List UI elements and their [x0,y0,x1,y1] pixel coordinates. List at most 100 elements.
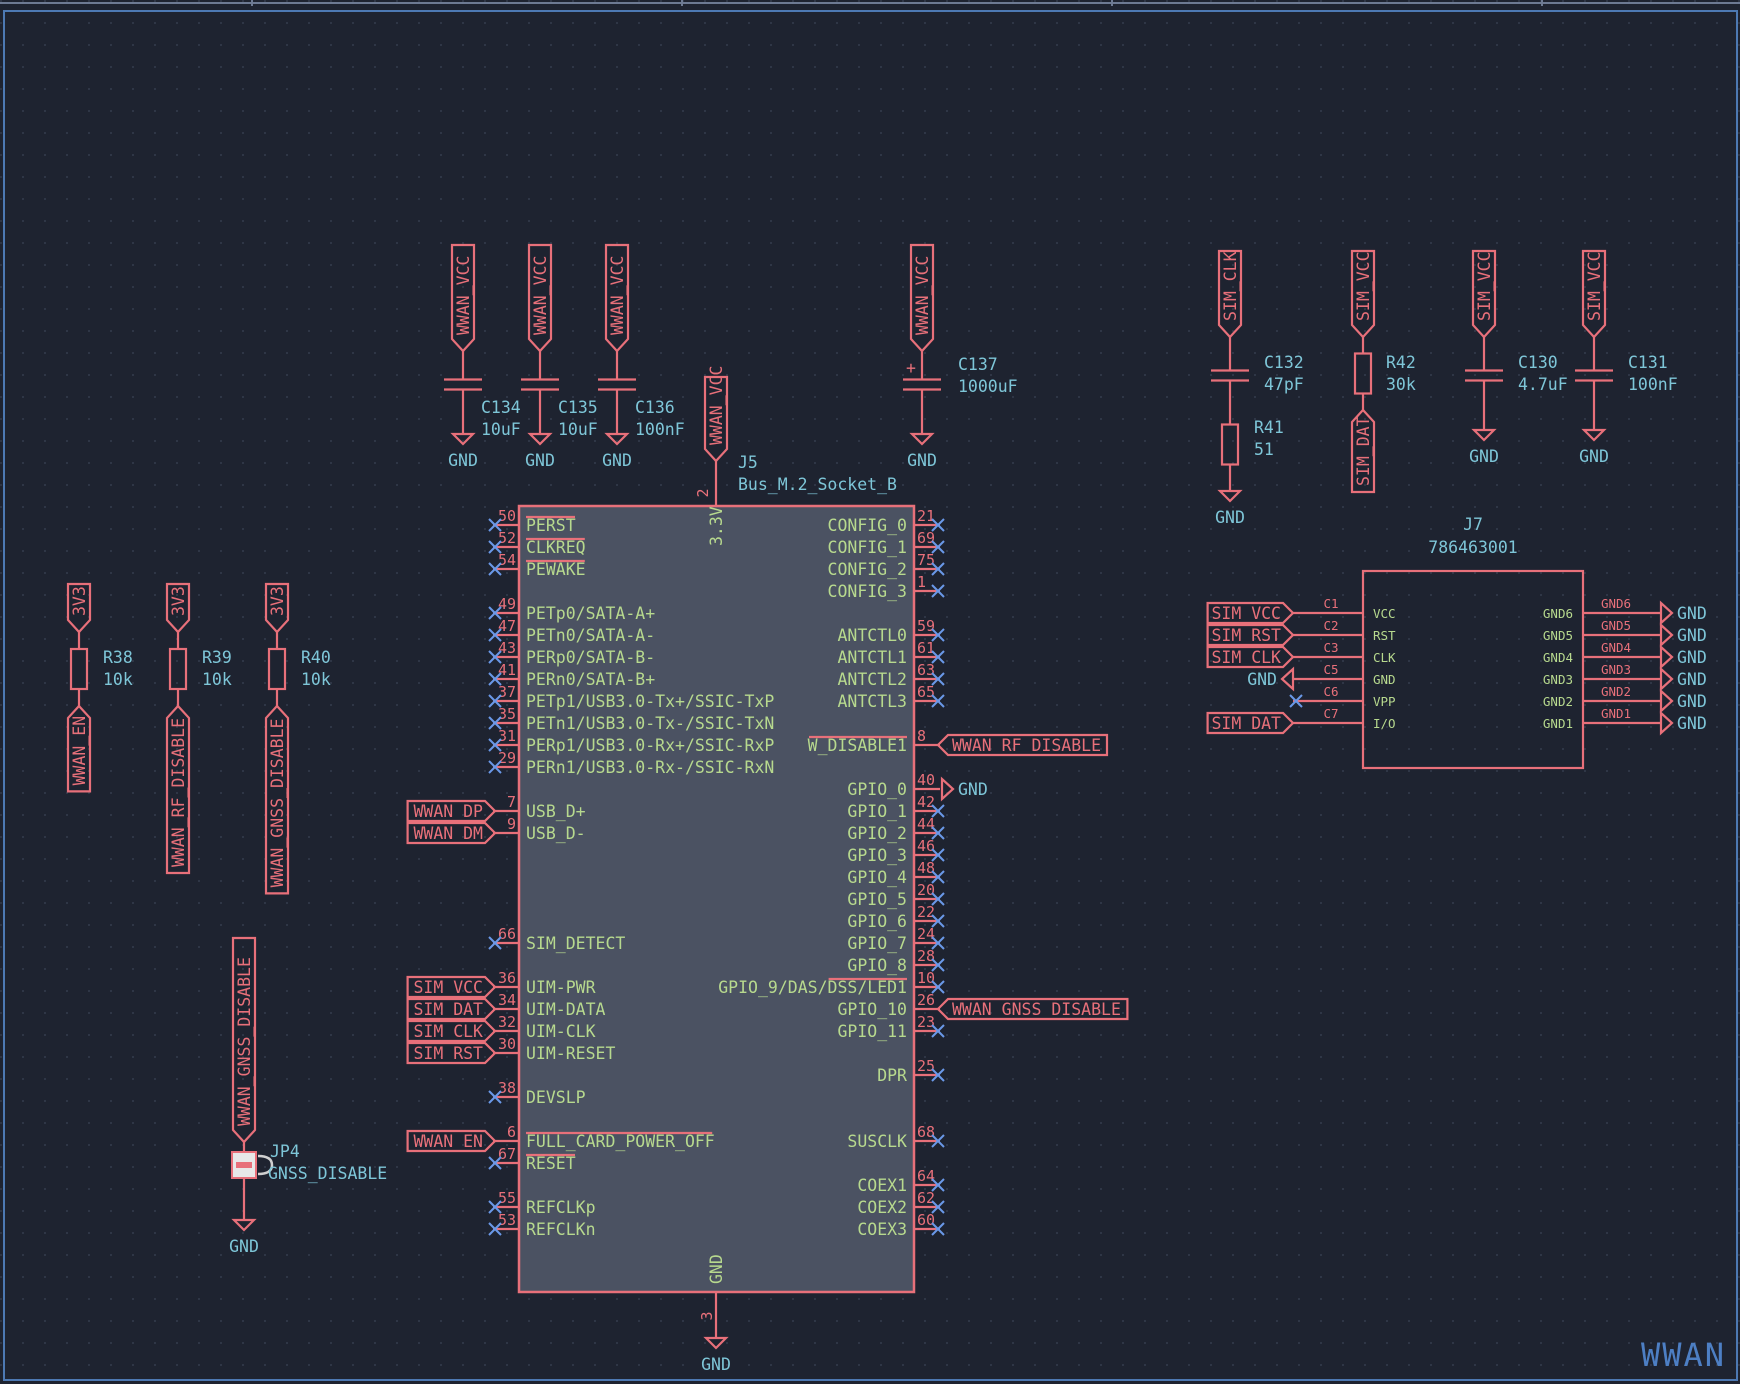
net-flag-icon [406,1041,497,1065]
net-label: SIM_VCC [1475,251,1494,321]
pin-number: 31 [498,727,516,745]
capacitor-symbol [1575,337,1613,414]
net-label: WWAN_RF_DISABLE [169,718,188,867]
capacitor-symbol [521,351,559,418]
ground-arrow-icon [1217,489,1243,503]
no-connect-stroke [931,804,945,818]
no-connect-stroke [488,540,502,554]
cap-value: 4.7uF [1518,375,1568,394]
ground-arrow-icon [703,1336,729,1350]
pin-number: GND3 [1601,662,1631,677]
capacitor-symbol [598,351,636,418]
j7-ref: J7 [1463,515,1483,534]
no-connect-x-icon [931,804,945,818]
net-label: WWAN_GNSS_DISABLE [235,957,254,1126]
ground-arrow-icon [1581,428,1607,442]
pin-number: 22 [917,903,935,921]
pin-number: C2 [1323,618,1338,633]
jumper-ref: JP4 [270,1142,300,1161]
pin-number: 34 [498,991,516,1009]
no-connect-x-icon [488,1156,502,1170]
no-connect-stroke [931,628,945,642]
j7-value: 786463001 [1428,538,1517,557]
net-label: WWAN_VCC [608,256,627,335]
no-connect-x-icon [488,628,502,642]
no-connect-stroke [488,936,502,950]
no-connect-stroke [931,1178,945,1192]
power-flag-icon [165,582,191,634]
ground-arrow-icon [1659,666,1674,692]
pin-number: 63 [917,661,935,679]
pin-name: GND [1373,672,1396,687]
power-flag-icon [1217,249,1243,339]
net-label: WWAN_VCC [913,256,932,335]
sim-holder-body[interactable] [1361,569,1585,770]
gnd-label: GND [958,780,988,799]
pin-number: 42 [917,793,935,811]
m2-socket-body[interactable] [517,504,916,1294]
pin-name: 3.3V [707,506,726,546]
no-connect-stroke [1289,694,1303,708]
polarity-mark: + [906,359,916,378]
gnd-label: GND [1677,604,1707,623]
no-connect-x-icon [488,562,502,576]
no-connect-stroke [931,584,945,598]
pin-name: I/O [1373,716,1396,731]
gnd-label: GND [1469,447,1499,466]
j5-value: Bus_M.2_Socket_B [738,475,897,494]
resistor-symbol [1220,414,1240,475]
pin-name: ANTCTL1 [837,648,907,667]
resistor-symbol [267,632,287,706]
pin-number: GND4 [1601,640,1631,655]
cap-value: 10uF [558,420,598,439]
net-flag-icon [1206,711,1295,735]
pin-number: 38 [498,1079,516,1097]
pin-number: 2 [694,488,712,497]
gnd-label: GND [229,1237,259,1256]
pin-name: REFCLKn [526,1220,596,1239]
ground-arrow-icon [1659,622,1674,648]
pin-number: C5 [1323,662,1338,677]
no-connect-stroke [931,562,945,576]
pin-number: 28 [917,947,935,965]
net-flag-icon [406,1129,497,1153]
pin-name: ANTCTL2 [837,670,907,689]
no-connect-stroke [488,518,502,532]
pin-name: SIM_DETECT [526,934,625,953]
resistor-symbol [69,632,89,706]
no-connect-x-icon [931,980,945,994]
net-label: WWAN_GNSS_DISABLE [268,719,287,888]
no-connect-stroke [931,1024,945,1038]
pin-number: 20 [917,881,935,899]
no-connect-x-icon [931,672,945,686]
cap-ref: C136 [635,398,675,417]
pin-number: 7 [507,793,516,811]
pin-name: GND2 [1543,694,1573,709]
jumper-value: GNSS_DISABLE [268,1164,387,1183]
pin-name: PEWAKE [526,560,586,579]
pin-number: 46 [917,837,935,855]
no-connect-x-icon [488,694,502,708]
cap-ref: C135 [558,398,598,417]
pin-number: 52 [498,529,516,547]
res-value: 30k [1386,375,1416,394]
pin-name: CONFIG_0 [828,516,907,535]
no-connect-stroke [931,694,945,708]
net-label: WWAN_EN [70,716,89,786]
resistor-symbol [1353,337,1373,410]
no-connect-stroke [931,1222,945,1236]
net-flag-icon [406,821,497,845]
capacitor-symbol: + [903,351,941,418]
pin-name: PETp1/USB3.0-Tx+/SSIC-TxP [526,692,774,711]
no-connect-stroke [931,1200,945,1214]
pin-number: 65 [917,683,935,701]
pin-name: DEVSLP [526,1088,586,1107]
power-flag-icon [604,243,630,353]
power-flag-icon [703,375,729,463]
pin-name: GND3 [1543,672,1573,687]
pin-name: GND6 [1543,606,1573,621]
net-flag-icon [406,1019,497,1043]
no-connect-x-icon [931,1068,945,1082]
net-label: WWAN_DP [413,802,483,821]
